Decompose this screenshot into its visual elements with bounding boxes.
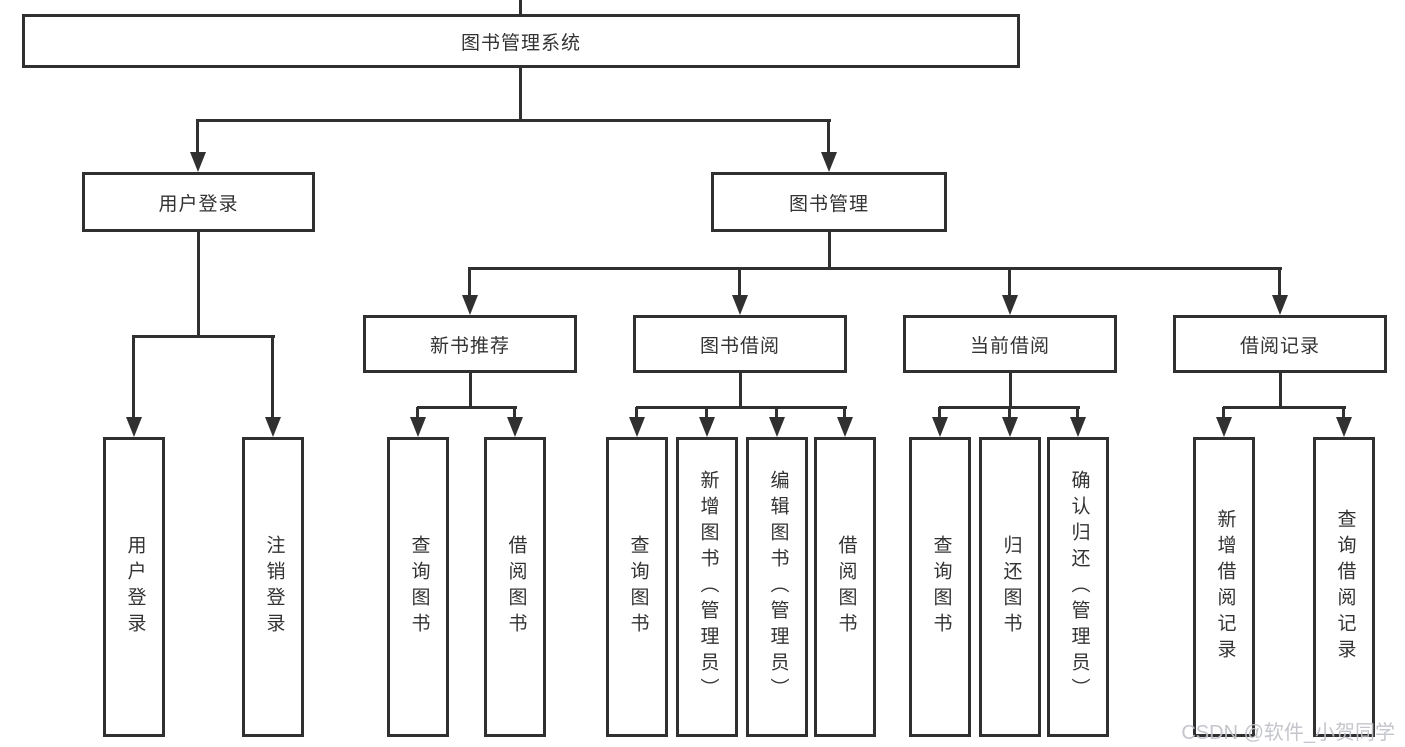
leaf-borrow-books-newbook: 借阅图书	[484, 437, 546, 737]
node-borrow-records: 借阅记录	[1173, 315, 1387, 373]
leaf-return-book-label: 归还图书	[1000, 535, 1022, 639]
node-user-login: 用户登录	[82, 172, 315, 232]
leaf-query-books-borrow: 查询图书	[606, 437, 668, 737]
leaf-confirm-return-admin: 确认归还（管理员）	[1047, 437, 1109, 737]
connector-book-mgmt-vertical	[828, 230, 831, 270]
leaf-query-books-newbook: 查询图书	[387, 437, 449, 737]
leaf-add-book-admin-label: 新增图书（管理员）	[697, 470, 719, 704]
leaf-add-borrow-record-label: 新增借阅记录	[1214, 509, 1236, 665]
arrow-to-leaf-user-login	[132, 335, 135, 417]
leaf-add-borrow-record: 新增借阅记录	[1193, 437, 1255, 737]
arrow-borrow-leaf-4	[843, 407, 846, 417]
arrow-records-leaf-2	[1342, 407, 1345, 417]
connector-borrow-bus	[636, 406, 847, 409]
leaf-logout: 注销登录	[242, 437, 304, 737]
arrow-current-leaf-1	[938, 407, 941, 417]
connector-records-vertical	[1279, 371, 1282, 409]
connector-current-vertical	[1009, 371, 1012, 409]
leaf-query-borrow-record: 查询借阅记录	[1313, 437, 1375, 737]
connector-newbook-bus	[417, 406, 517, 409]
node-current-borrow-label: 当前借阅	[969, 335, 1050, 357]
leaf-query-books-current-label: 查询图书	[930, 535, 952, 639]
arrow-to-current-borrow	[1008, 267, 1011, 295]
leaf-confirm-return-admin-label: 确认归还（管理员）	[1068, 470, 1090, 704]
connector-root-vertical	[519, 67, 522, 120]
leaf-query-books-current: 查询图书	[909, 437, 971, 737]
leaf-user-login: 用户登录	[103, 437, 165, 737]
connector-user-login-bus	[133, 335, 275, 338]
arrow-borrow-leaf-2	[705, 407, 708, 417]
csdn-watermark: CSDN @软件_小贺同学	[1181, 722, 1395, 744]
arrow-current-leaf-2	[1008, 407, 1011, 417]
arrow-borrow-leaf-1	[635, 407, 638, 417]
node-new-book-recommend: 新书推荐	[363, 315, 577, 373]
arrow-newbook-leaf-2	[513, 407, 516, 417]
node-library-system-label: 图书管理系统	[460, 32, 581, 54]
connector-borrow-vertical	[739, 371, 742, 409]
leaf-logout-label: 注销登录	[263, 535, 285, 639]
node-book-management-label: 图书管理	[788, 193, 869, 215]
arrow-to-user-login	[196, 119, 199, 152]
arrow-to-new-book-recommend	[468, 267, 471, 295]
connector-user-login-vertical	[197, 230, 200, 337]
arrow-records-leaf-1	[1222, 407, 1225, 417]
node-book-management: 图书管理	[711, 172, 947, 232]
node-new-book-recommend-label: 新书推荐	[429, 335, 510, 357]
arrow-newbook-leaf-1	[416, 407, 419, 417]
arrow-current-leaf-3	[1076, 407, 1079, 417]
arrow-to-book-borrow	[738, 267, 741, 295]
leaf-user-login-label: 用户登录	[124, 535, 146, 639]
connector-root-stub	[519, 0, 522, 14]
connector-records-bus	[1223, 406, 1346, 409]
leaf-query-books-newbook-label: 查询图书	[408, 535, 430, 639]
node-book-borrow: 图书借阅	[633, 315, 847, 373]
node-borrow-records-label: 借阅记录	[1239, 335, 1320, 357]
leaf-add-book-admin: 新增图书（管理员）	[676, 437, 738, 737]
connector-newbook-vertical	[469, 371, 472, 409]
leaf-borrow-books-borrow-label: 借阅图书	[835, 535, 857, 639]
leaf-borrow-books-borrow: 借阅图书	[814, 437, 876, 737]
leaf-edit-book-admin-label: 编辑图书（管理员）	[767, 470, 789, 704]
arrow-to-borrow-records	[1278, 267, 1281, 295]
node-library-system: 图书管理系统	[22, 14, 1020, 68]
arrow-to-book-management	[827, 119, 830, 152]
leaf-query-books-borrow-label: 查询图书	[627, 535, 649, 639]
leaf-edit-book-admin: 编辑图书（管理员）	[746, 437, 808, 737]
node-user-login-label: 用户登录	[158, 193, 239, 215]
arrow-to-leaf-logout	[271, 335, 274, 417]
leaf-borrow-books-newbook-label: 借阅图书	[505, 535, 527, 639]
node-book-borrow-label: 图书借阅	[699, 335, 780, 357]
leaf-return-book: 归还图书	[979, 437, 1041, 737]
leaf-query-borrow-record-label: 查询借阅记录	[1334, 509, 1356, 665]
connector-level3-bus	[469, 267, 1282, 270]
connector-level2-bus	[197, 119, 831, 122]
arrow-borrow-leaf-3	[775, 407, 778, 417]
node-current-borrow: 当前借阅	[903, 315, 1117, 373]
